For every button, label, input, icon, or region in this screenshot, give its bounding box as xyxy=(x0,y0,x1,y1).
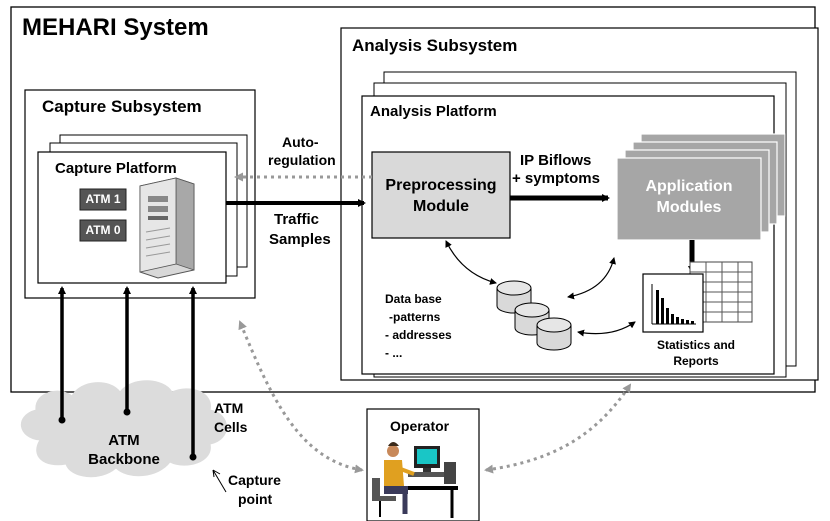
database-label-patterns: -patterns xyxy=(389,310,441,324)
statistics-report-icon xyxy=(642,261,753,333)
application-modules-box xyxy=(616,157,762,241)
capture-platform-title: Capture Platform xyxy=(55,160,177,177)
operator-workstation-icon xyxy=(372,442,458,518)
atm-cells-label-line2: Cells xyxy=(214,419,248,435)
atm0-card xyxy=(79,219,127,242)
stats-db-arrow xyxy=(577,321,636,337)
capture-platform-box xyxy=(37,151,227,284)
atm-backbone-label: ATM Backbone xyxy=(88,432,160,468)
statistics-reports-label: Statistics and Reports xyxy=(656,338,736,368)
operator-analysis-arrow xyxy=(484,383,632,474)
database-icon xyxy=(496,280,572,351)
preprocessing-module-box xyxy=(371,151,511,239)
database-label-more: - ... xyxy=(385,346,403,360)
atm1-card-label: ATM 1 xyxy=(85,192,121,206)
mehari-system-title: MEHARI System xyxy=(22,14,209,41)
database-label-title: Data base xyxy=(385,292,442,306)
traffic-samples-label-line2: Samples xyxy=(269,231,331,248)
database-label-addresses: - addresses xyxy=(385,328,452,342)
atm-cells-label-line1: ATM xyxy=(214,400,244,416)
capture-subsystem-title: Capture Subsystem xyxy=(42,97,202,116)
capture-point-label-line2: point xyxy=(238,491,273,507)
operator-capture-arrow xyxy=(238,320,364,474)
ip-biflows-label-line2: + symptoms xyxy=(512,170,600,187)
app-db-arrow xyxy=(567,257,616,300)
analysis-subsystem-title: Analysis Subsystem xyxy=(352,36,518,55)
auto-regulation-label-line1: Auto- xyxy=(282,134,319,150)
auto-regulation-label-line2: regulation xyxy=(268,152,336,168)
ip-biflows-label-line1: IP Biflows xyxy=(520,152,592,169)
analysis-platform-title: Analysis Platform xyxy=(370,103,497,120)
atm-backbone-cloud xyxy=(20,380,227,478)
atm0-card-label: ATM 0 xyxy=(85,223,121,237)
preprocessing-db-arrow xyxy=(445,240,497,285)
capture-point-label-line1: Capture xyxy=(228,472,281,488)
server-tower-icon xyxy=(139,177,195,279)
atm1-card xyxy=(79,188,127,211)
application-modules-label: Application Modules xyxy=(645,178,733,216)
preprocessing-module-label: Preprocessing Module xyxy=(385,177,497,215)
operator-label: Operator xyxy=(390,418,450,434)
capture-point-pointer xyxy=(212,469,227,493)
traffic-samples-label-line1: Traffic xyxy=(274,211,320,228)
